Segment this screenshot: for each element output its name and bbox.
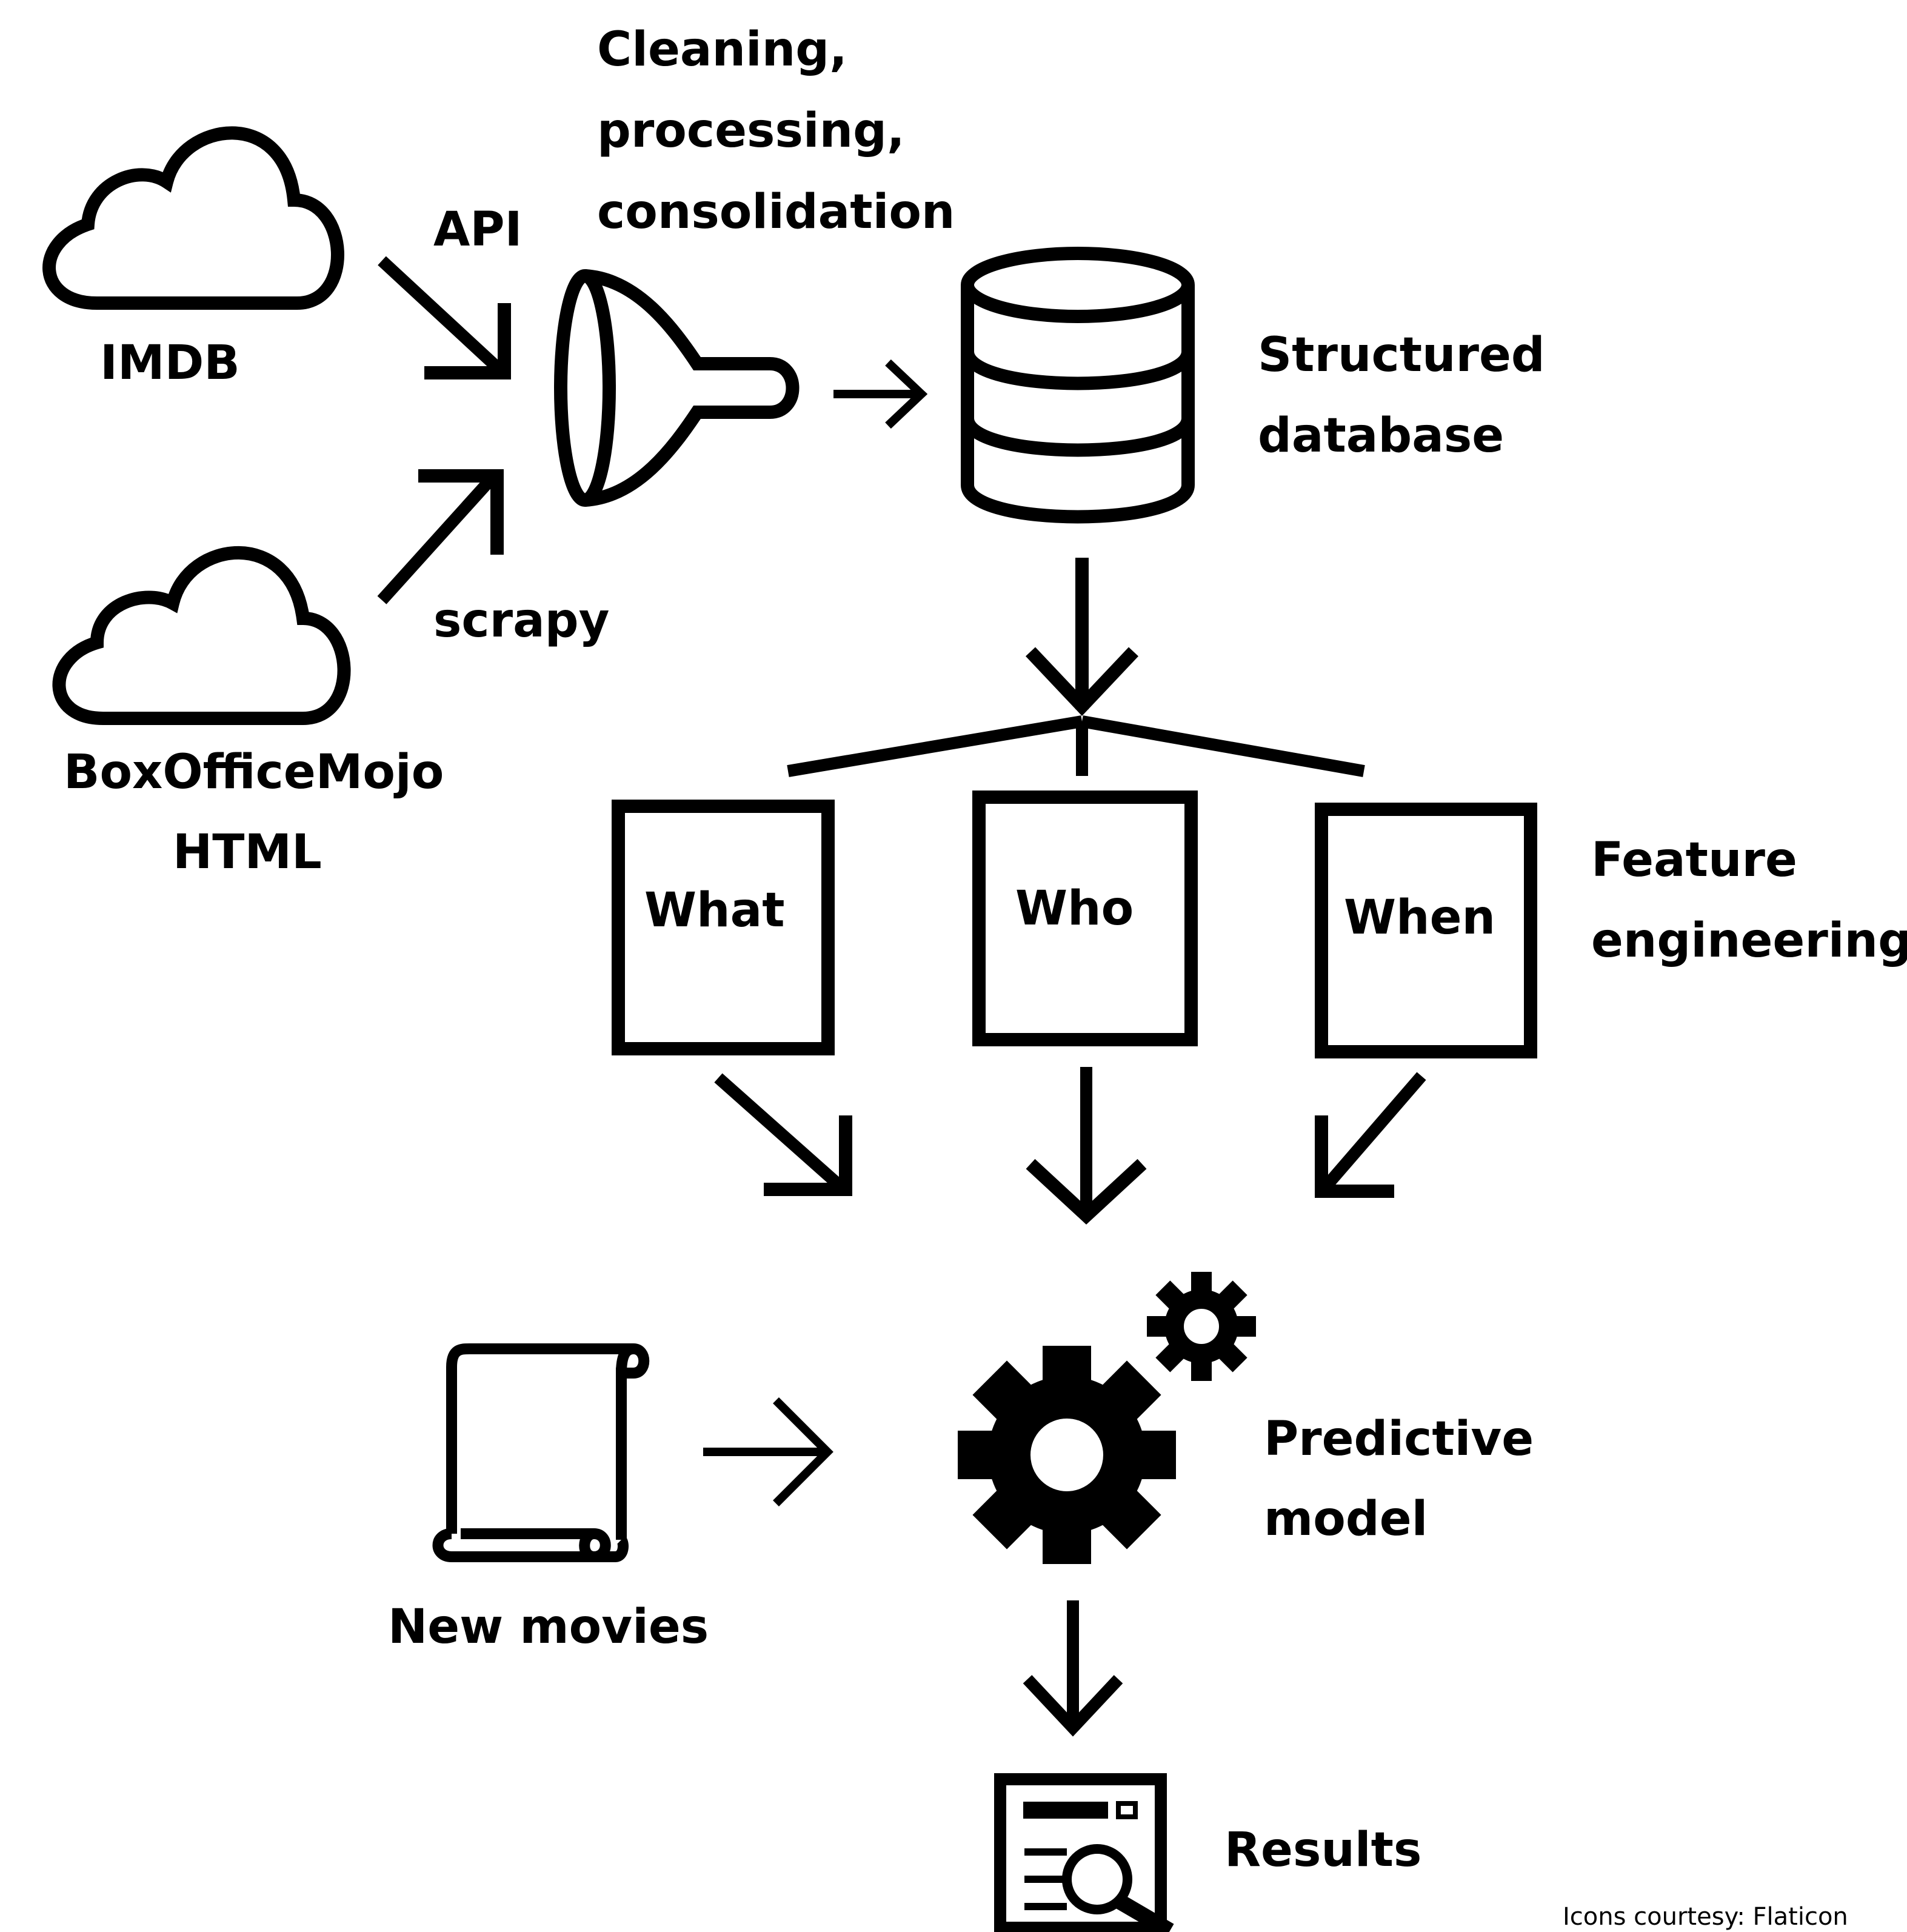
feature-box-what: What [612, 800, 835, 1055]
imdb-to-funnel-arrow [378, 256, 511, 379]
feature-when-label: When [1344, 891, 1495, 945]
who-to-model-arrow [1026, 1067, 1147, 1225]
imdb-cloud-icon [42, 126, 344, 310]
large-gear-icon [958, 1346, 1176, 1564]
cleaning-label: Cleaning, processing, consolidation [597, 22, 955, 239]
feature-engineering-label-line2: engineering [1591, 914, 1907, 968]
imdb-label: IMDB [100, 336, 240, 390]
model-to-results-arrow [1023, 1600, 1123, 1737]
predictive-model-label-line1: Predictive [1264, 1412, 1534, 1466]
results-label: Results [1224, 1823, 1421, 1877]
icons-credit-label: Icons courtesy: Flaticon [1563, 1903, 1848, 1931]
new-movies-label: New movies [388, 1600, 709, 1654]
what-to-model-arrow [714, 1073, 852, 1196]
boxofficemojo-label-line2: HTML [173, 825, 322, 880]
api-label: API [433, 202, 523, 257]
report-search-icon [994, 1773, 1174, 1932]
cleaning-label-line3: consolidation [597, 185, 955, 239]
when-to-model-arrow [1315, 1072, 1426, 1198]
feature-who-label: Who [1015, 881, 1134, 936]
newmovies-to-model-arrow [703, 1397, 833, 1506]
feature-branch-connector [787, 715, 1365, 777]
feature-what-label: What [644, 883, 785, 938]
predictive-model-label-line2: model [1264, 1492, 1428, 1546]
funnel-to-database-arrow [833, 359, 928, 429]
feature-box-when: When [1315, 803, 1537, 1058]
feature-box-who: Who [972, 791, 1198, 1046]
boxofficemojo-label-line1: BoxOfficeMojo [64, 745, 444, 800]
feature-engineering-label-line1: Feature [1591, 833, 1797, 887]
database-icon [961, 247, 1195, 524]
small-gear-icon [1147, 1272, 1256, 1381]
funnel-icon [554, 269, 800, 507]
boxoffice-to-funnel-arrow [377, 469, 504, 604]
structured-database-label-line2: database [1258, 409, 1504, 463]
scroll-icon [432, 1343, 650, 1562]
database-to-features-arrow [1026, 558, 1138, 717]
cleaning-label-line2: processing, [597, 104, 905, 158]
cleaning-label-line1: Cleaning, [597, 22, 847, 77]
structured-database-label-line1: Structured [1258, 328, 1545, 383]
scrapy-label: scrapy [433, 593, 609, 648]
gear-icon [958, 1272, 1256, 1564]
boxofficemojo-cloud-icon [52, 546, 351, 725]
